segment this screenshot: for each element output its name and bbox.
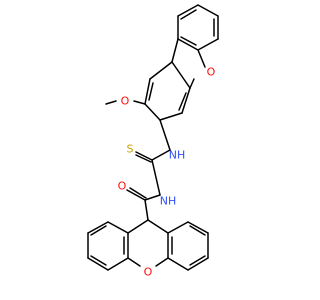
bond <box>87 221 109 234</box>
atom-o-carbonyl: O <box>118 180 127 193</box>
bond <box>180 9 197 20</box>
bond <box>151 159 161 196</box>
bond-layer <box>87 4 219 271</box>
bond <box>90 225 107 236</box>
bond <box>105 100 117 105</box>
bond <box>187 257 209 271</box>
bond <box>107 221 129 234</box>
atom-s-thio: S <box>127 143 134 156</box>
bond <box>180 36 197 46</box>
bond <box>171 61 191 89</box>
bond <box>177 4 199 17</box>
bond-cs-double <box>135 154 152 163</box>
atom-o-xanthene: O <box>144 266 153 279</box>
bond <box>144 199 149 221</box>
bond <box>155 257 169 267</box>
bond <box>127 257 141 267</box>
atom-n-amide: NH <box>160 195 177 208</box>
bond <box>127 219 149 234</box>
atom-label-layer: O O NH S NH O O <box>118 66 216 279</box>
bond <box>144 78 151 105</box>
bond <box>87 257 109 271</box>
double-bond-layer <box>129 154 152 199</box>
bond <box>189 78 195 89</box>
bond <box>151 149 171 161</box>
bond <box>133 100 146 105</box>
bond <box>135 151 153 161</box>
atom-o-methoxy: O <box>121 95 130 108</box>
molecule-structure: O O NH S NH O O <box>87 4 219 279</box>
bond <box>149 61 173 80</box>
molecule-canvas: O O NH S NH O O <box>87 4 219 279</box>
bond <box>147 219 169 234</box>
bond <box>159 119 171 151</box>
bond <box>189 225 206 236</box>
bond <box>159 112 183 121</box>
atom-o-furan: O <box>207 66 216 79</box>
bond <box>167 257 189 271</box>
bond <box>197 4 219 17</box>
bond <box>181 87 191 114</box>
bond <box>107 257 129 271</box>
bond <box>148 82 154 101</box>
bond <box>187 221 209 234</box>
bond <box>171 38 179 63</box>
bond-co-double <box>129 187 147 199</box>
bond <box>197 49 206 68</box>
bond <box>178 92 187 111</box>
bond <box>126 189 146 201</box>
atom-n-thio: NH <box>169 149 186 162</box>
bond <box>144 194 161 201</box>
bond <box>167 221 189 234</box>
bond <box>189 255 206 266</box>
bond <box>144 103 161 121</box>
bond <box>90 255 107 266</box>
bond <box>197 38 219 51</box>
bond <box>177 38 199 51</box>
